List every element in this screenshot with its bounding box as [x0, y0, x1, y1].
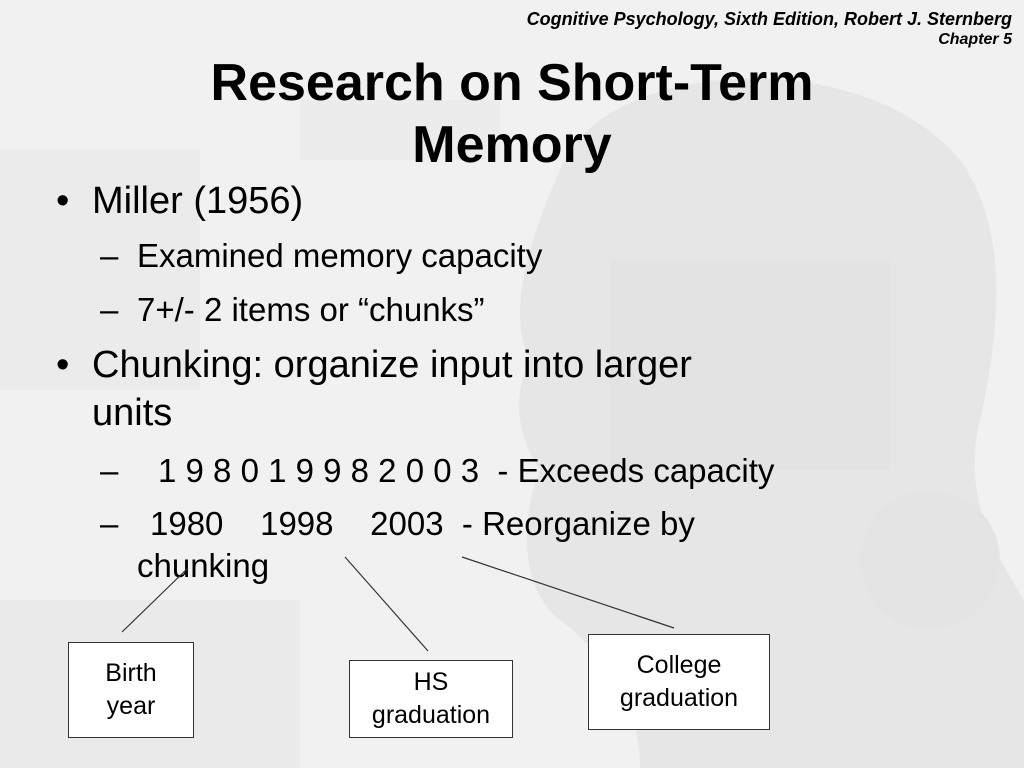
slide-title: Research on Short-Term Memory	[120, 52, 904, 176]
callout-text: graduation	[619, 684, 739, 712]
dash-marker: –	[100, 291, 119, 328]
bullet-marker: •	[56, 180, 70, 222]
chapter-label: Chapter 5	[938, 31, 1012, 48]
bullet-chunking-line-2: units	[92, 392, 173, 434]
dash-marker: –	[100, 237, 119, 274]
sub-bullet-reorganize-line-1: 1980 1998 2003 - Reorganize by	[150, 505, 695, 542]
title-line-1: Research on Short-Term	[210, 54, 814, 112]
sub-bullet-chunks: 7+/- 2 items or “chunks”	[137, 291, 485, 328]
book-citation: Cognitive Psychology, Sixth Edition, Rob…	[526, 9, 1012, 29]
dash-marker: –	[100, 505, 119, 542]
callout-text: graduation	[371, 701, 491, 729]
bullet-chunking-line-1: Chunking: organize input into larger	[92, 344, 692, 386]
dash-marker: –	[100, 452, 119, 489]
sub-bullet-capacity: Examined memory capacity	[137, 237, 543, 274]
sub-bullet-reorganize-line-2: chunking	[137, 547, 270, 584]
callout-text: year	[106, 692, 156, 720]
slide-header: Cognitive Psychology, Sixth Edition, Rob…	[527, 8, 1012, 50]
callout-text: Birth	[105, 659, 157, 687]
callout-college-graduation: College graduation	[588, 634, 770, 730]
callout-hs-graduation: HS graduation	[349, 660, 513, 738]
callout-text: HS	[413, 668, 449, 696]
sub-bullet-digits: 1 9 8 0 1 9 9 8 2 0 0 3 - Exceeds capaci…	[158, 452, 775, 489]
callout-birth-year: Birth year	[68, 642, 194, 738]
bullet-miller: Miller (1956)	[92, 180, 304, 222]
title-line-2: Memory	[412, 116, 612, 174]
callout-text: College	[636, 651, 722, 679]
bullet-marker: •	[56, 344, 70, 386]
